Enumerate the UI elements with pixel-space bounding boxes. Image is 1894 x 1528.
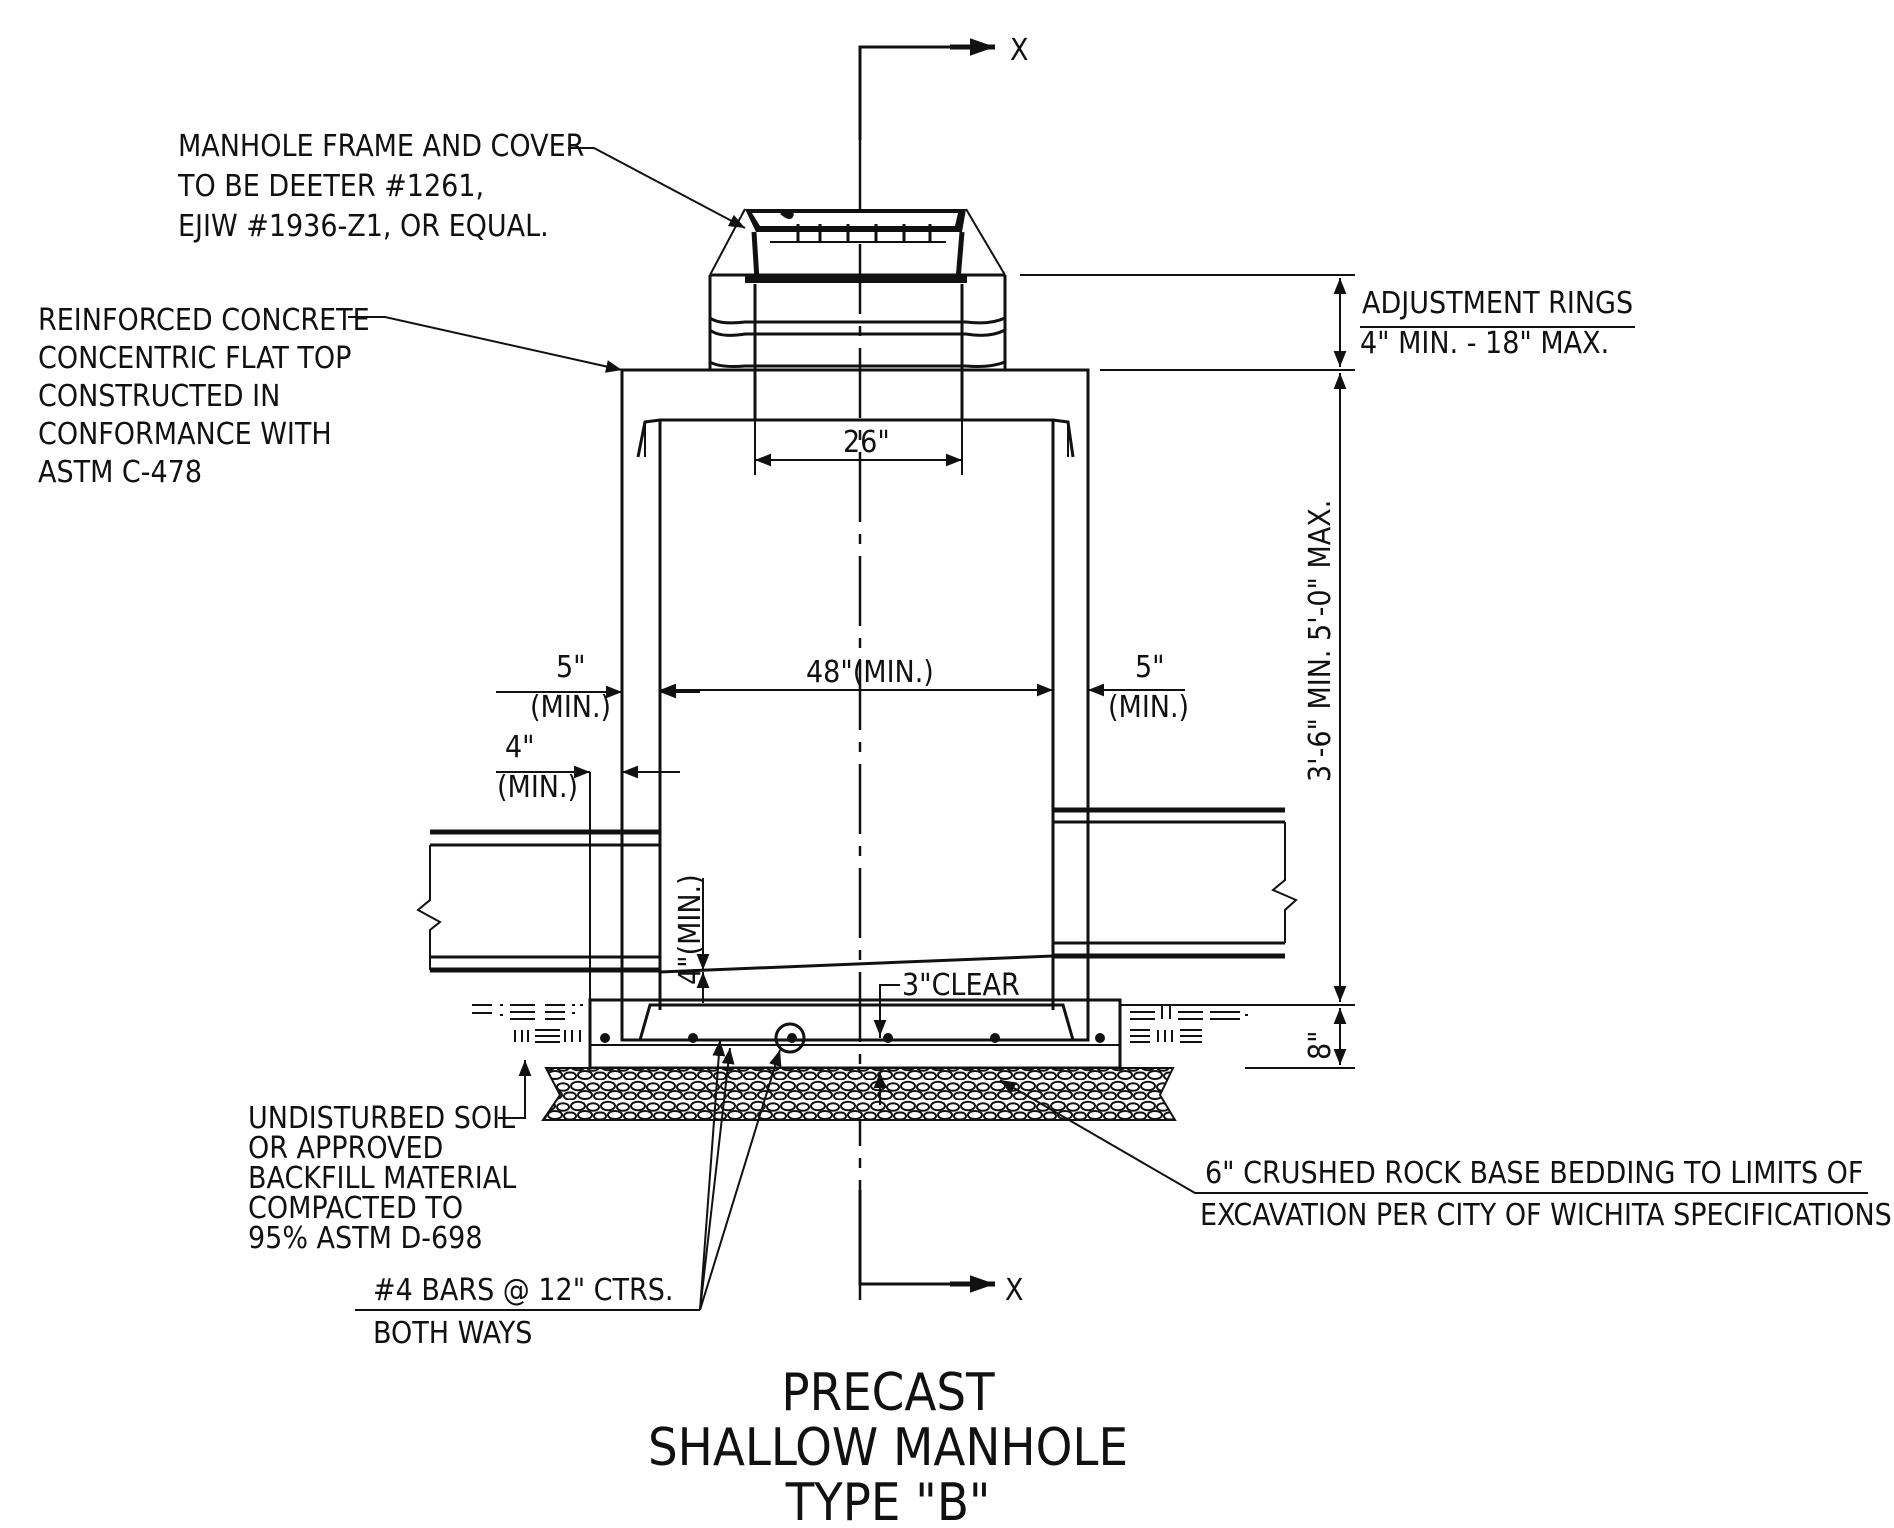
svg-text:OR APPROVED: OR APPROVED xyxy=(248,1131,443,1166)
frame-and-cover xyxy=(709,208,1006,283)
dim-pipe-left-value: 4" xyxy=(505,730,535,765)
dim-wall-right-value: 5" xyxy=(1135,650,1165,685)
adjustment-rings xyxy=(708,273,1007,420)
svg-text:6" CRUSHED ROCK BASE BEDDING T: 6" CRUSHED ROCK BASE BEDDING TO LIMITS O… xyxy=(1205,1156,1863,1191)
note-frame-cover: MANHOLE FRAME AND COVER TO BE DEETER #12… xyxy=(177,129,584,244)
section-mark-top: X xyxy=(1010,33,1029,68)
dim-opening xyxy=(754,420,963,475)
svg-text:SHALLOW MANHOLE: SHALLOW MANHOLE xyxy=(648,1418,1128,1478)
svg-text:TO BE DEETER #1261,: TO BE DEETER #1261, xyxy=(177,169,484,204)
dim-slab-label: 8" xyxy=(1303,1030,1338,1060)
svg-text:BOTH WAYS: BOTH WAYS xyxy=(373,1316,532,1351)
svg-text:PRECAST: PRECAST xyxy=(781,1363,995,1423)
note-soil: UNDISTURBED SOIL OR APPROVED BACKFILL MA… xyxy=(248,1101,516,1256)
dim-pipe-left xyxy=(496,765,680,1000)
drawing-title: PRECAST SHALLOW MANHOLE TYPE "B" xyxy=(648,1363,1128,1528)
svg-text:ASTM C-478: ASTM C-478 xyxy=(38,455,202,490)
svg-text:CONFORMANCE WITH: CONFORMANCE WITH xyxy=(38,417,332,452)
dim-wall-right-note: (MIN.) xyxy=(1108,690,1189,725)
section-mark-bottom: X xyxy=(1005,1273,1024,1308)
svg-text:CONCENTRIC FLAT TOP: CONCENTRIC FLAT TOP xyxy=(38,341,351,376)
leader-lines xyxy=(348,147,1868,1311)
svg-text:MANHOLE FRAME AND COVER: MANHOLE FRAME AND COVER xyxy=(178,129,584,164)
svg-text:EJIW #1936-Z1, OR EQUAL.: EJIW #1936-Z1, OR EQUAL. xyxy=(178,209,549,244)
note-flat-top: REINFORCED CONCRETE CONCENTRIC FLAT TOP … xyxy=(38,303,370,490)
dim-clear xyxy=(873,984,900,1105)
svg-text:COMPACTED TO: COMPACTED TO xyxy=(248,1191,463,1226)
inlet-pipe-left xyxy=(416,829,660,973)
svg-text:CONSTRUCTED IN: CONSTRUCTED IN xyxy=(38,379,280,414)
manhole-walls xyxy=(620,420,1090,1010)
base-slab xyxy=(588,998,1122,1070)
svg-text:#4 BARS @ 12" CTRS.: #4 BARS @ 12" CTRS. xyxy=(373,1273,673,1308)
note-adjustment-rings: ADJUSTMENT RINGS 4" MIN. - 18" MAX. xyxy=(1360,286,1633,361)
rebar-section-circle xyxy=(774,1022,806,1054)
dim-wall-left-value: 5" xyxy=(556,650,586,685)
svg-text:4" MIN. - 18" MAX.: 4" MIN. - 18" MAX. xyxy=(1360,326,1609,361)
flat-top-slab xyxy=(620,368,1090,458)
svg-text:TYPE "B": TYPE "B" xyxy=(785,1473,991,1528)
svg-text:95% ASTM D-698: 95% ASTM D-698 xyxy=(248,1221,483,1256)
dim-vertical-right xyxy=(1020,274,1355,1069)
dim-inside-diameter-label: 48"(MIN.) xyxy=(806,655,934,690)
outlet-pipe-right xyxy=(1053,807,1298,959)
dim-opening-label: 26" xyxy=(843,425,890,460)
svg-text:BACKFILL MATERIAL: BACKFILL MATERIAL xyxy=(248,1161,516,1196)
note-bedding: 6" CRUSHED ROCK BASE BEDDING TO LIMITS O… xyxy=(1200,1156,1892,1233)
svg-text:UNDISTURBED SOIL: UNDISTURBED SOIL xyxy=(248,1101,515,1136)
svg-text:REINFORCED CONCRETE: REINFORCED CONCRETE xyxy=(38,303,370,338)
dim-height-label: 3'-6" MIN. 5'-0" MAX. xyxy=(1303,500,1338,782)
svg-text:EXCAVATION PER CITY OF WICHITA: EXCAVATION PER CITY OF WICHITA SPECIFICA… xyxy=(1200,1198,1892,1233)
dim-wall-left-note: (MIN.) xyxy=(530,690,611,725)
svg-text:ADJUSTMENT RINGS: ADJUSTMENT RINGS xyxy=(1362,286,1633,321)
dim-pipe-left-note: (MIN.) xyxy=(497,770,578,805)
dim-invert-label: 4"(MIN.) xyxy=(673,874,708,985)
invert-line xyxy=(659,954,1054,974)
note-bars: #4 BARS @ 12" CTRS. BOTH WAYS xyxy=(373,1273,673,1351)
dim-clear-label: 3"CLEAR xyxy=(902,968,1020,1003)
crushed-rock-bedding xyxy=(541,1067,1177,1121)
